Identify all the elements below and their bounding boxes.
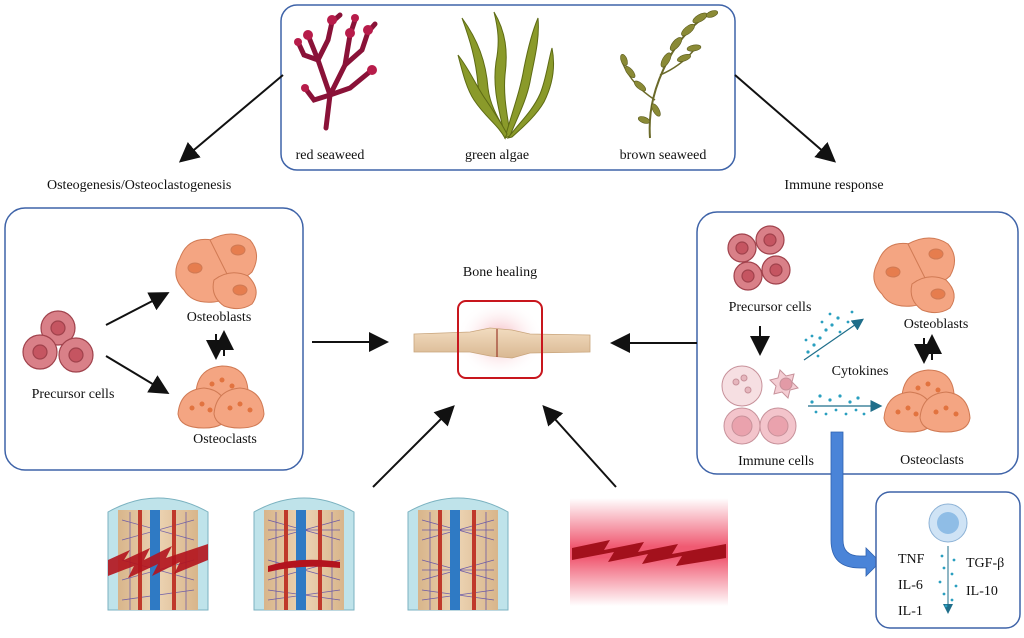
left-osteoblasts-label: Osteoblasts bbox=[186, 310, 252, 325]
osteogenesis-heading: Osteogenesis/Osteoclastogenesis bbox=[47, 178, 232, 193]
left-osteoclasts-label: Osteoclasts bbox=[193, 432, 257, 447]
bone-healing-title: Bone healing bbox=[462, 265, 538, 280]
green-algae-label: green algae bbox=[464, 148, 530, 163]
cytokine-il10: IL-10 bbox=[966, 584, 998, 599]
right-osteoclasts-label: Osteoclasts bbox=[900, 453, 964, 468]
brown-seaweed-label: brown seaweed bbox=[619, 148, 707, 163]
inflammation-strip bbox=[570, 498, 728, 606]
right-osteoblasts bbox=[873, 237, 955, 314]
left-precursor-cells bbox=[22, 310, 94, 373]
cytokine-dots bbox=[804, 310, 866, 416]
bone-healing-box bbox=[457, 300, 543, 379]
brown-seaweed-icon bbox=[620, 10, 719, 139]
cytokine-tgfb: TGF-β bbox=[966, 556, 1005, 571]
cytokine-il1: IL-1 bbox=[898, 604, 923, 619]
cytokine-tnf: TNF bbox=[898, 552, 925, 567]
bone-block-1 bbox=[107, 497, 209, 611]
left-osteoclasts bbox=[177, 365, 265, 429]
cytokine-release-dots bbox=[938, 554, 958, 608]
right-osteoblasts-label: Osteoblasts bbox=[903, 317, 969, 332]
bone-icon bbox=[413, 327, 591, 359]
bone-block-2 bbox=[253, 497, 355, 611]
immune-cells bbox=[721, 365, 799, 445]
blue-arrow bbox=[830, 431, 881, 577]
seaweed-panel bbox=[280, 4, 736, 171]
left-precursor-label: Precursor cells bbox=[31, 387, 115, 402]
arrow-to-left-panel bbox=[178, 74, 284, 163]
green-algae-icon bbox=[457, 11, 555, 140]
arrow-to-right-panel bbox=[734, 74, 837, 163]
cytokines-label: Cytokines bbox=[831, 364, 889, 379]
cytokine-il6: IL-6 bbox=[898, 578, 923, 593]
bone-block-3 bbox=[407, 497, 509, 611]
left-osteoblasts bbox=[175, 233, 257, 310]
right-osteoclasts bbox=[883, 369, 971, 433]
red-seaweed-label: red seaweed bbox=[295, 148, 365, 163]
immune-cells-label: Immune cells bbox=[738, 454, 814, 469]
immune-response-heading: Immune response bbox=[784, 178, 884, 193]
right-precursor-label: Precursor cells bbox=[728, 300, 812, 315]
right-precursor-cells bbox=[727, 225, 791, 291]
